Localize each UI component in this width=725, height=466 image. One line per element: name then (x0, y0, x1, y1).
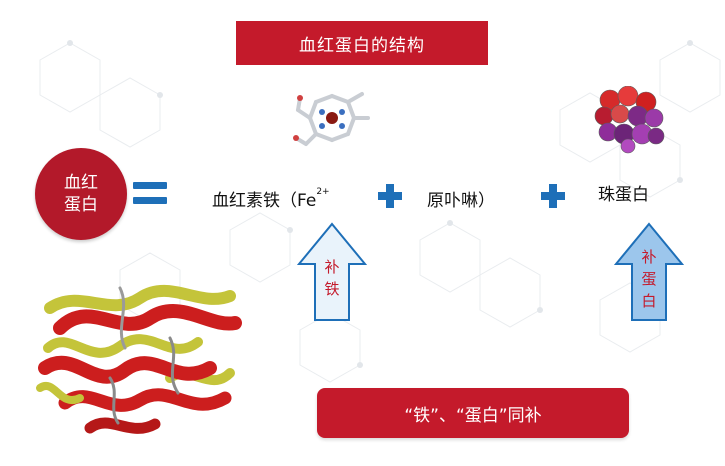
hemoglobin-circle: 血红 蛋白 (35, 148, 127, 240)
bottom-banner-text: “铁”、“蛋白”同补 (404, 405, 542, 426)
equals-icon (133, 180, 167, 206)
arrow-protein-char-1: 补 (641, 248, 657, 266)
arrow-protein-char-3: 白 (641, 292, 657, 310)
title-text: 血红蛋白的结构 (299, 35, 425, 56)
circle-line-2: 蛋白 (64, 195, 98, 215)
plus-icon (378, 184, 402, 208)
title-banner: 血红蛋白的结构 (236, 21, 488, 65)
arrow-up-icon-protein (614, 222, 684, 321)
term-globin: 珠蛋白 (598, 185, 649, 205)
heme-molecule-icon (293, 92, 370, 146)
term-porphyrin: 原卟啉） (427, 191, 495, 211)
arrow-protein-char-2: 蛋 (641, 270, 657, 288)
term-heme-text: 血红素铁（Fe (212, 191, 317, 211)
arrow-protein-label: 补 蛋 白 (634, 246, 664, 312)
arrow-iron-char-2: 铁 (324, 280, 340, 298)
globin-molecule-icon (594, 86, 665, 154)
term-heme-superscript: 2+ (316, 187, 330, 198)
circle-line-1: 血红 (64, 173, 98, 193)
hemoglobin-ribbon-image (36, 284, 242, 434)
bottom-banner: “铁”、“蛋白”同补 (317, 388, 629, 438)
arrow-iron-char-1: 补 (324, 258, 340, 276)
arrow-up-icon-iron (297, 222, 367, 321)
term-heme-iron: 血红素铁（Fe2+ (212, 186, 330, 211)
plus-icon-2 (541, 184, 565, 208)
arrow-iron-label: 补 铁 (317, 256, 347, 300)
